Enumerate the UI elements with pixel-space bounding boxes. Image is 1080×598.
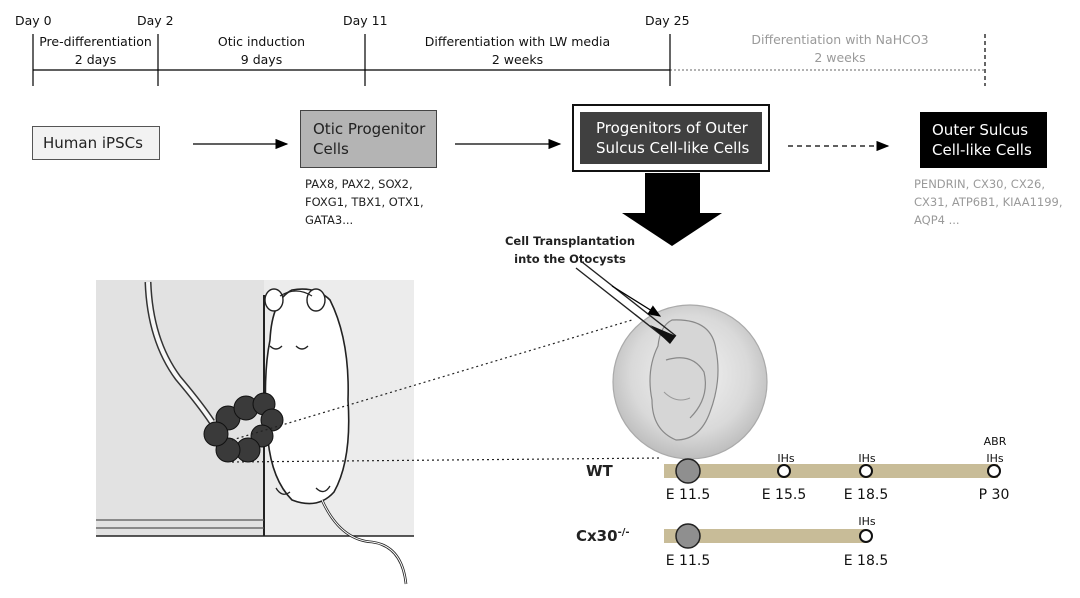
progenitor-outer-frame: Progenitors of Outer Sulcus Cell-like Ce… [572,104,770,172]
wt-point-e15-5 [777,464,791,478]
phase-duration: 2 days [74,52,117,67]
day-25-label: Day 25 [645,13,690,28]
otic-progenitor-box: Otic Progenitor Cells [300,110,437,168]
timeline-axis [32,34,986,86]
wt-note-e15-5: IHs [777,452,795,465]
phase-duration: 9 days [240,52,283,67]
marker-line: PAX8, PAX2, SOX2, [305,177,413,191]
marker-line: CX31, ATP6B1, KIAA1199, [914,195,1063,209]
cx30-timeline [664,523,873,549]
phase-name: Pre-differentiation [39,34,152,49]
cx30-label-main: Cx30 [576,527,618,545]
outer-sulcus-label: Outer Sulcus Cell-like Cells [932,121,1032,159]
otic-progenitor-label: Otic Progenitor Cells [313,120,426,158]
wt-note-p30: ABR IHs [983,435,1007,465]
wt-time-e18-5: E 18.5 [843,487,889,503]
marker-line: PENDRIN, CX30, CX26, [914,177,1046,191]
marker-line: AQP4 ... [914,213,960,227]
phase-duration: 2 weeks [814,50,866,65]
wt-note-e18-5: IHs [858,452,876,465]
day-0-label: Day 0 [15,13,52,28]
wt-timeline [664,458,1001,484]
cx30-time-e11-5: E 11.5 [665,553,711,569]
day-2-label: Day 2 [137,13,174,28]
phase-lw-media: Differentiation with LW media 2 weeks [365,33,670,69]
phase-pre-differentiation: Pre-differentiation 2 days [33,33,158,69]
cx30-label-sup: -/- [617,527,630,538]
marker-line: GATA3... [305,213,354,227]
cx30-group-label: Cx30-/- [576,527,630,545]
transplant-down-arrow [622,173,722,246]
phase-duration: 2 weeks [491,52,544,67]
phase-otic-induction: Otic induction 9 days [158,33,365,69]
wt-point-e11-5 [675,458,701,484]
cx30-point-e18-5 [859,529,873,543]
phase-name: Otic induction [217,34,306,49]
otic-markers: PAX8, PAX2, SOX2, FOXG1, TBX1, OTX1, GAT… [305,175,424,229]
wt-time-e11-5: E 11.5 [665,487,711,503]
progenitor-outer-label: Progenitors of Outer Sulcus Cell-like Ce… [596,119,750,157]
cx30-point-e11-5 [675,523,701,549]
wt-point-e18-5 [859,464,873,478]
wt-group-label: WT [586,462,613,480]
cx30-note-e18-5: IHs [858,515,876,528]
phase-name: Differentiation with NaHCO3 [751,32,929,47]
phase-name: Differentiation with LW media [424,34,611,49]
outer-sulcus-markers: PENDRIN, CX30, CX26, CX31, ATP6B1, KIAA1… [914,175,1063,229]
human-ipscs-label: Human iPSCs [43,134,143,152]
cx30-time-e18-5: E 18.5 [843,553,889,569]
day-11-label: Day 11 [343,13,388,28]
human-ipscs-box: Human iPSCs [32,126,160,160]
progenitor-outer-box: Progenitors of Outer Sulcus Cell-like Ce… [580,112,762,164]
embryo-illustration [575,261,768,460]
transplant-label: Cell Transplantation into the Otocysts [500,232,640,268]
zoom-line-lower [231,457,663,463]
mouse-illustration [96,280,414,585]
wt-time-p30: P 30 [978,487,1010,503]
marker-line: FOXG1, TBX1, OTX1, [305,195,424,209]
wt-time-e15-5: E 15.5 [761,487,807,503]
phase-nahco3: Differentiation with NaHCO3 2 weeks [700,31,980,67]
outer-sulcus-box: Outer Sulcus Cell-like Cells [920,112,1047,168]
transplant-line-2: into the Otocysts [514,252,626,266]
wt-point-p30 [987,464,1001,478]
transplant-line-1: Cell Transplantation [504,234,636,248]
